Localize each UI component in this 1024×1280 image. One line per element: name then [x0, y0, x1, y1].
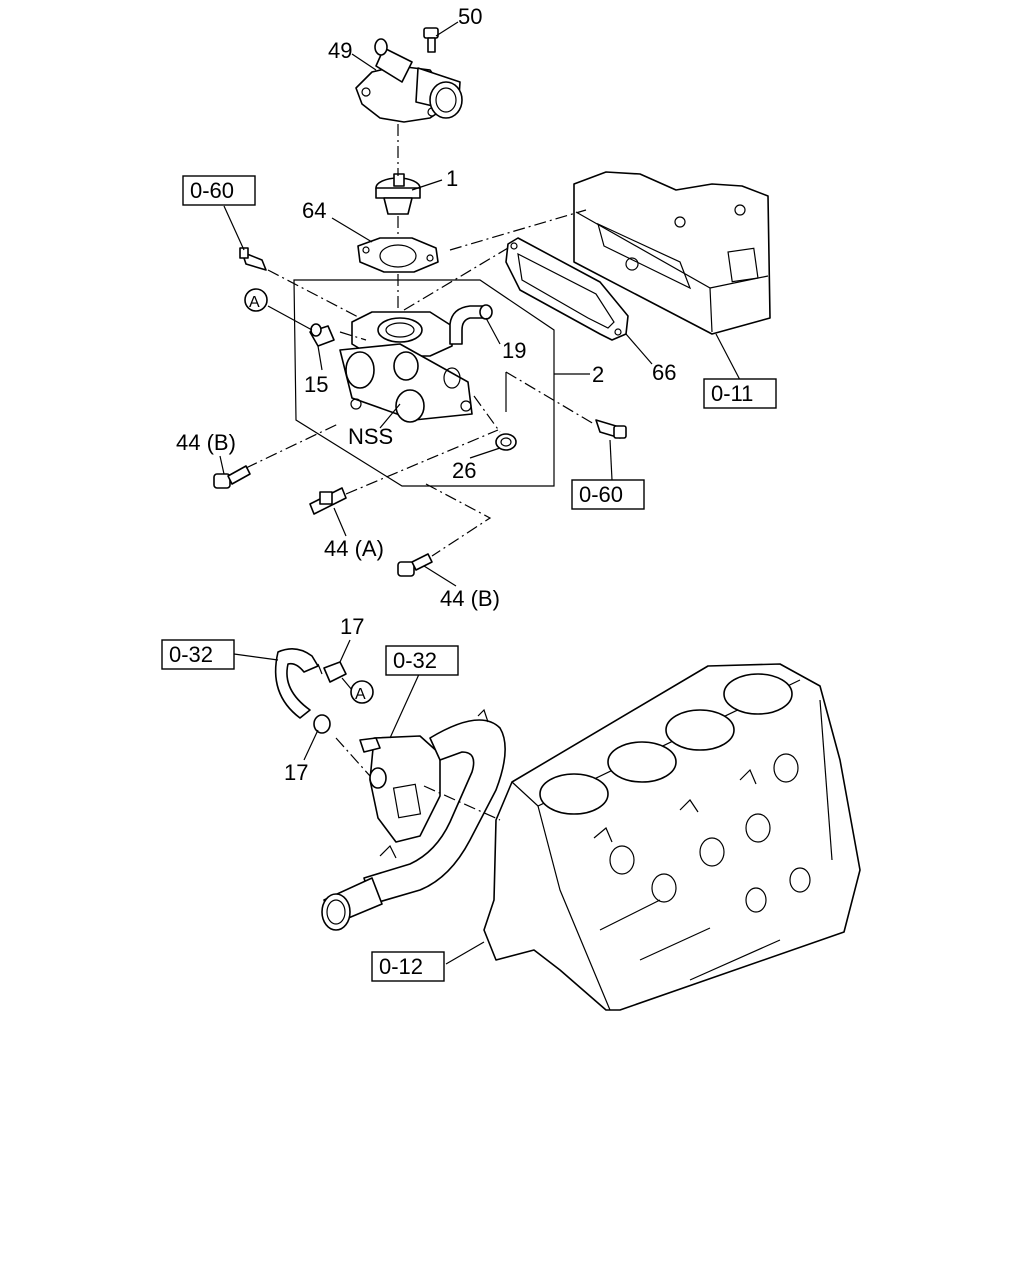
callout-44b-left: 44 (B): [176, 430, 236, 455]
clamp-17-upper: [323, 661, 347, 683]
callout-44b-bottom: 44 (B): [440, 586, 500, 611]
callout-17-lower: 17: [284, 760, 308, 785]
bolt-44b-left: [213, 465, 251, 489]
callout-26: 26: [452, 458, 476, 483]
ref-box-0-60-top: 0-60: [182, 175, 256, 206]
circle-mark-a-top: A: [244, 288, 268, 312]
plug-15: [309, 323, 335, 347]
clamp-17-lower: [313, 714, 331, 734]
cap-26: [495, 433, 517, 451]
callout-1: 1: [446, 166, 458, 191]
ref-box-0-32-left: 0-32: [161, 639, 235, 670]
thermostat-1: [375, 173, 421, 215]
svg-text:A: A: [355, 686, 366, 703]
label-nss: NSS: [348, 424, 393, 449]
callout-2: 2: [592, 362, 604, 387]
stud-44a: [309, 487, 347, 515]
svg-text:0-32: 0-32: [169, 642, 213, 667]
bolt-50: [423, 27, 439, 53]
svg-text:A: A: [249, 294, 260, 311]
callout-64: 64: [302, 198, 326, 223]
assembly-box-2: [293, 279, 555, 487]
callout-49: 49: [328, 38, 352, 63]
ref-box-0-32-mid: 0-32: [385, 645, 459, 676]
svg-text:0-32: 0-32: [393, 648, 437, 673]
hose: [274, 648, 319, 719]
gasket-66: [505, 237, 629, 341]
thermostat-housing-49: [355, 38, 463, 123]
callout-50: 50: [458, 4, 482, 29]
svg-text:0-60: 0-60: [190, 178, 234, 203]
bolt-44b-bottom: [397, 553, 433, 577]
circle-mark-a-bottom: A: [350, 680, 374, 704]
pipe-19: [449, 304, 493, 345]
callout-17-upper: 17: [340, 614, 364, 639]
callout-44a: 44 (A): [324, 536, 384, 561]
svg-text:0-11: 0-11: [711, 381, 753, 406]
callout-66: 66: [652, 360, 676, 385]
water-outlet-housing: [339, 311, 473, 423]
ref-box-0-12: 0-12: [371, 951, 445, 982]
callout-19: 19: [502, 338, 526, 363]
cylinder-block: [483, 663, 861, 1011]
svg-text:0-12: 0-12: [379, 954, 423, 979]
cylinder-head: [573, 171, 771, 335]
water-inlet-pipe: [321, 708, 506, 931]
callout-15: 15: [304, 372, 328, 397]
sensor-left: [239, 247, 267, 271]
svg-text:0-60: 0-60: [579, 482, 623, 507]
gasket-64: [357, 237, 439, 273]
ref-box-0-11: 0-11: [703, 378, 777, 409]
sensor-right: [595, 419, 627, 439]
ref-box-0-60-right: 0-60: [571, 479, 645, 510]
